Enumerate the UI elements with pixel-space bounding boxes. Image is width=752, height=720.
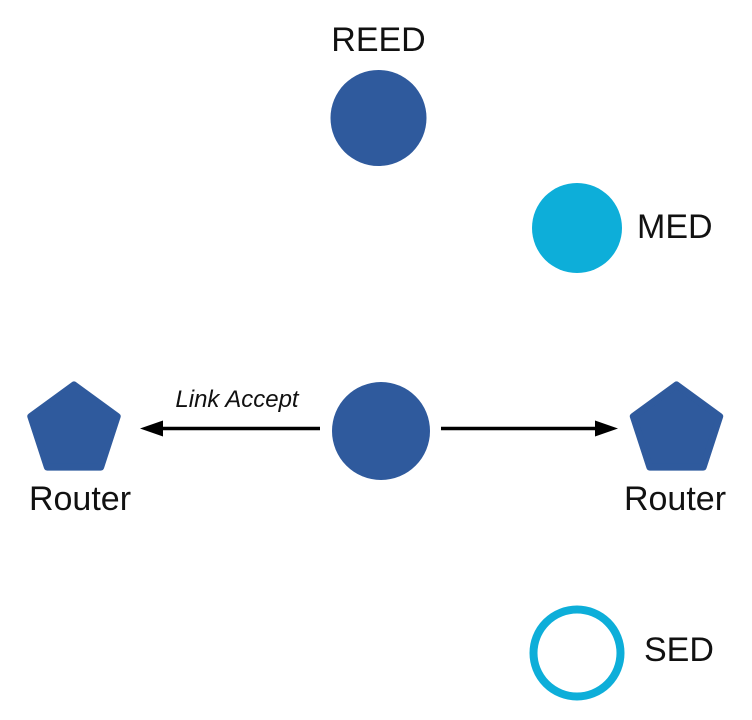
arrow-right-head <box>595 420 618 437</box>
router-left-pentagon <box>27 381 121 471</box>
med-node-circle <box>532 183 622 273</box>
parent-node-circle <box>332 382 430 480</box>
sed-node-ring <box>529 605 625 701</box>
router-right-label: Router <box>623 480 727 518</box>
reed-node-circle <box>330 70 427 166</box>
sed-label: SED <box>644 631 714 669</box>
router-right-pentagon <box>629 381 724 471</box>
router-left-label: Router <box>28 480 132 518</box>
med-label: MED <box>637 208 713 246</box>
link-accept-arrow-head <box>140 420 163 437</box>
link-accept-edge-label: Link Accept <box>175 386 299 413</box>
reed-label: REED <box>331 21 426 59</box>
